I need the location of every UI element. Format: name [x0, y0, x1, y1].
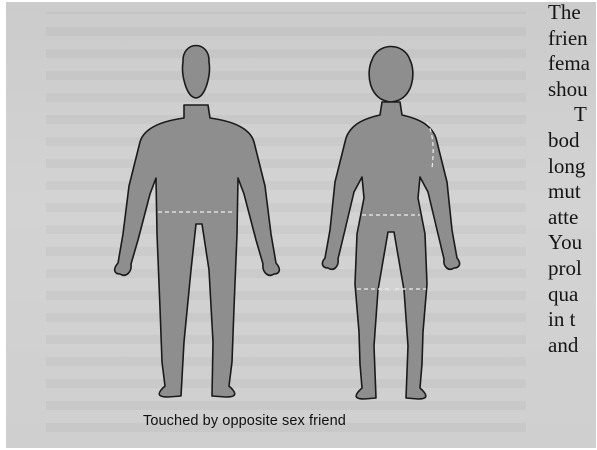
text-line: mut [548, 179, 596, 205]
text-line: long [548, 154, 596, 180]
text-line: The [548, 2, 596, 26]
male-figure [115, 46, 280, 398]
figure-caption: Touched by opposite sex friend [143, 413, 346, 429]
text-line: qua [548, 282, 596, 308]
text-line: in t [548, 307, 596, 333]
male-body-silhouette [115, 46, 280, 398]
text-line: fema [548, 51, 596, 77]
female-figure [322, 47, 459, 400]
text-line: bod [548, 128, 596, 154]
text-line: and [548, 333, 596, 359]
text-line: shou [548, 77, 596, 103]
text-line: prol [548, 256, 596, 282]
page-paper: Touched by opposite sex friend The frien… [6, 2, 596, 448]
right-text-column: The frien fema shou T bod long mut atte … [548, 2, 596, 358]
text-line: T [548, 102, 596, 128]
body-figures [6, 2, 596, 448]
female-hair [369, 47, 413, 103]
text-line: atte [548, 205, 596, 231]
female-body-silhouette [322, 102, 459, 399]
text-line: You [548, 230, 596, 256]
text-line: frien [548, 26, 596, 52]
